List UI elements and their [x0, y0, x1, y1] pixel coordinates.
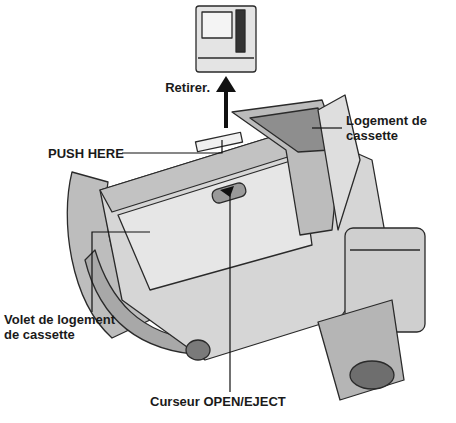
viewfinder [318, 300, 404, 400]
cassette-door [118, 158, 312, 290]
removal-arrow [216, 76, 236, 128]
part-label: Logement de cassette [346, 113, 451, 143]
lens [186, 340, 210, 360]
part-label: PUSH HERE [48, 146, 128, 161]
eyepiece [350, 361, 394, 389]
slider-arrow [220, 186, 234, 197]
push-plate [195, 132, 242, 151]
cassette [196, 6, 256, 72]
leader-lines [92, 128, 342, 392]
cassette-edge [198, 57, 254, 58]
part-label: Curseur OPEN/EJECT [150, 394, 320, 409]
eject-slider [211, 182, 248, 205]
part-label: Volet de logement de cassette [4, 312, 124, 342]
battery-line [350, 249, 420, 250]
part-label: Retirer. [130, 80, 210, 95]
cassette-stripe [236, 10, 245, 52]
cassette-window [202, 12, 232, 38]
compartment-interior [250, 108, 330, 152]
